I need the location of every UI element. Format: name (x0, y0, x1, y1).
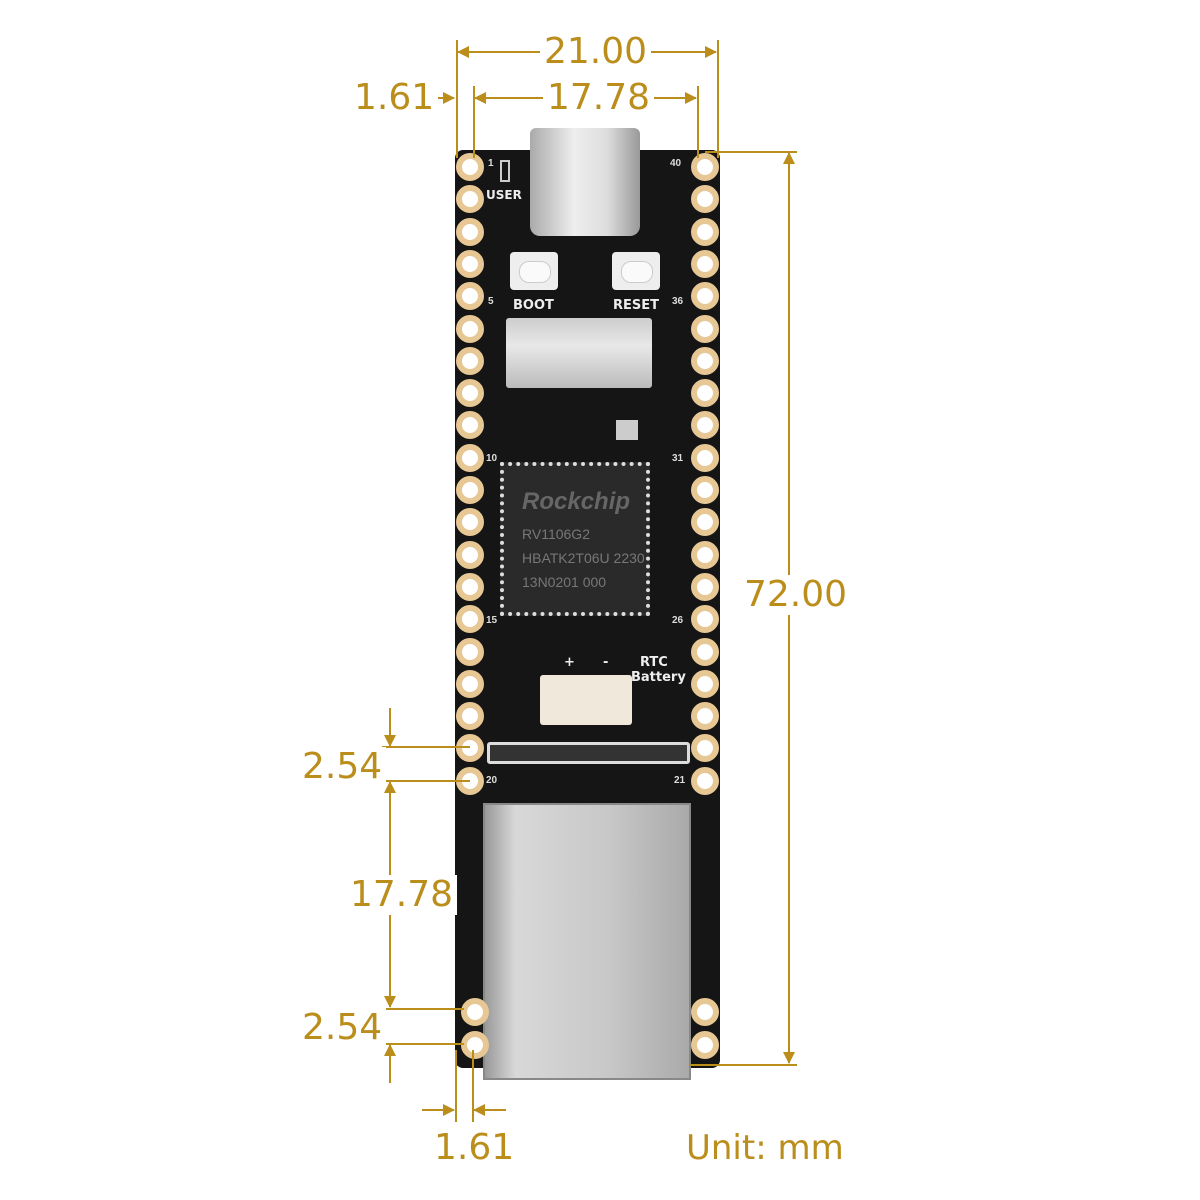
mount-hole (461, 998, 489, 1026)
header-pin-pad (456, 637, 484, 666)
bottom-edge-offset-label: 1.61 (430, 1128, 519, 1168)
mount-hole (691, 1031, 719, 1059)
pin-number-20: 20 (486, 775, 498, 786)
pin-pitch-lower-label: 2.54 (298, 1008, 387, 1048)
header-pin-pad (691, 185, 719, 214)
pin-number-21: 21 (674, 775, 686, 786)
pin-number-5: 5 (488, 296, 494, 307)
pin-number-40: 40 (670, 158, 682, 169)
header-pin-pad (456, 476, 484, 504)
pin-number-36: 36 (672, 296, 684, 307)
header-pin-pad (456, 508, 484, 537)
header-pin-pad (456, 702, 484, 731)
header-pin-pad (456, 217, 484, 246)
header-pin-pad (456, 411, 484, 440)
extension-line (472, 1050, 474, 1122)
extension-line (717, 40, 719, 158)
header-pin-pad (691, 572, 719, 601)
header-pin-pad (456, 314, 484, 343)
battery-label: Battery (631, 670, 686, 685)
pin-row-span-label: 17.78 (543, 78, 655, 118)
extension-line (455, 1050, 457, 1122)
header-pin-pad (456, 669, 484, 698)
user-led (500, 160, 510, 182)
header-pin-pad (456, 443, 484, 472)
top-edge-offset-label: 1.61 (350, 78, 439, 118)
header-pin-pad (691, 734, 719, 763)
header-pin-pad (691, 314, 719, 343)
header-pin-pad (691, 153, 719, 181)
header-pin-pad (456, 249, 484, 278)
overall-width-label: 21.00 (540, 32, 652, 72)
mount-hole (691, 998, 719, 1026)
offset-arrow-line (474, 1109, 506, 1111)
header-pin-pad (691, 605, 719, 634)
header-pin-pad (691, 282, 719, 311)
header-pin-pad (456, 379, 484, 408)
header-pin-pad (691, 766, 719, 795)
header-pin-pad (691, 540, 719, 569)
offset-arrow-line (422, 1109, 454, 1111)
header-pin-pad (456, 282, 484, 311)
mount-hole-spacing-label: 17.78 (346, 875, 458, 915)
header-pin-pad (691, 249, 719, 278)
pin-number-26: 26 (672, 615, 684, 626)
chip-line3: 13N0201 000 (522, 574, 607, 590)
pitch-arrow-line (389, 708, 391, 746)
header-pin-pad (456, 605, 484, 634)
ethernet-jack[interactable] (483, 803, 691, 1080)
boot-button[interactable] (510, 252, 558, 290)
extension-line (382, 1008, 464, 1010)
header-pin-pad (456, 185, 484, 214)
header-pin-pad (456, 153, 484, 181)
extension-line (690, 1064, 797, 1066)
unit-label: Unit: mm (682, 1128, 848, 1168)
microsd-slot (506, 318, 652, 388)
chip-model: RV1106G2 (522, 526, 590, 542)
extension-line (382, 780, 470, 782)
chip-line2: HBATK2T06U 2230 (522, 550, 645, 566)
header-pin-pad (691, 443, 719, 472)
extension-line (697, 86, 699, 158)
pin-pitch-upper-label: 2.54 (298, 747, 387, 787)
user-label: USER (486, 188, 522, 202)
extension-line (382, 1043, 464, 1045)
header-pin-pad (456, 346, 484, 375)
pin-number-1: 1 (488, 158, 494, 169)
camera-fpc-connector[interactable] (487, 742, 690, 764)
pin-number-31: 31 (672, 453, 684, 464)
reset-label: RESET (613, 298, 660, 313)
soc-chip: Rockchip RV1106G2 HBATK2T06U 2230 13N020… (500, 462, 650, 616)
header-pin-pad (691, 346, 719, 375)
battery-plus: + (564, 655, 575, 670)
pin-number-15: 15 (486, 615, 498, 626)
rtc-battery-connector[interactable] (540, 675, 632, 725)
chip-brand: Rockchip (522, 488, 631, 515)
usb-c-connector (530, 128, 640, 236)
extension-line (456, 40, 458, 158)
reset-button[interactable] (612, 252, 660, 290)
header-pin-pad (691, 411, 719, 440)
header-pin-pad (456, 540, 484, 569)
pitch-arrow-line (389, 1045, 391, 1083)
mount-hole (461, 1031, 489, 1059)
header-pin-pad (691, 637, 719, 666)
boot-label: BOOT (513, 298, 554, 313)
rtc-label: RTC (640, 655, 668, 670)
extension-line (705, 151, 797, 153)
pin-number-10: 10 (486, 453, 498, 464)
extension-line (473, 86, 475, 158)
header-pin-pad (691, 702, 719, 731)
header-pin-pad (691, 669, 719, 698)
header-pin-pad (691, 379, 719, 408)
header-pin-pad (691, 476, 719, 504)
header-pin-pad (456, 734, 484, 763)
crystal (616, 420, 638, 440)
header-pin-pad (691, 217, 719, 246)
header-pin-pad (691, 508, 719, 537)
header-pin-pad (456, 572, 484, 601)
extension-line (382, 746, 470, 748)
battery-minus: - (603, 655, 609, 670)
overall-length-label: 72.00 (740, 575, 852, 615)
